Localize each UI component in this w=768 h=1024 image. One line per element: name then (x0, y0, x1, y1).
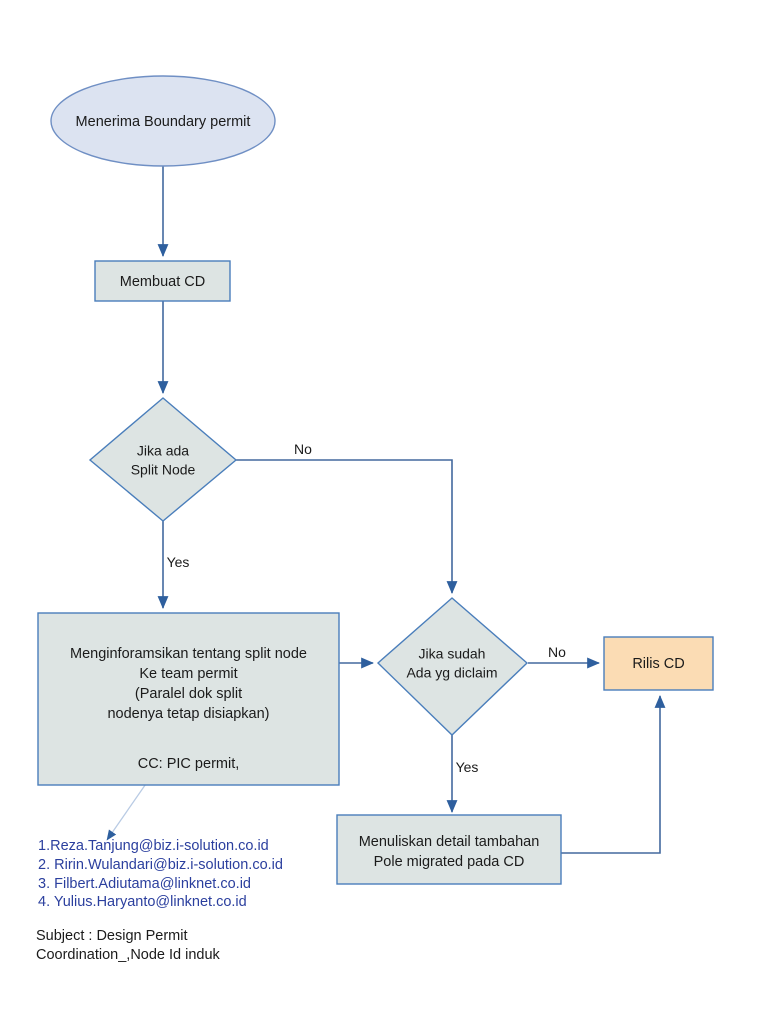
email-list-item-2[interactable]: 2. Ririn.Wulandari@biz.i-solution.co.id (38, 857, 283, 873)
split-decision-diamond-shape (88, 397, 238, 522)
start-ellipse-shape (50, 75, 276, 167)
edge-label-split-yes: Yes (167, 554, 190, 570)
membuat-cd-rect-shape (94, 260, 231, 302)
node-start[interactable]: Menerima Boundary permit (50, 75, 276, 167)
connector-cc-to-email-list (106, 777, 151, 841)
claim-decision-diamond-shape (376, 597, 529, 736)
rilis-cd-label: Rilis CD (632, 656, 684, 672)
start-label: Menerima Boundary permit (76, 114, 251, 130)
info-box-line2: Ke team permit (139, 666, 237, 682)
edge-label-split-no: No (294, 441, 312, 457)
info-box-rect-shape (37, 612, 340, 786)
email-list-item-3[interactable]: 3. Filbert.Adiutama@linknet.co.id (38, 876, 251, 892)
membuat-cd-label: Membuat CD (120, 274, 205, 290)
edge-label-claim-yes: Yes (456, 759, 479, 775)
node-decision-split-node[interactable]: Jika ada Split Node (88, 397, 238, 522)
node-rilis-cd[interactable]: Rilis CD (603, 636, 714, 691)
connector-split-no-to-claim-decision (236, 459, 458, 594)
info-box-line5: CC: PIC permit, (138, 756, 240, 772)
rilis-cd-rect-shape (603, 636, 714, 691)
subject-line-2: Coordination_,Node Id induk (36, 947, 221, 963)
claim-decision-label-line2: Ada yg diclaim (406, 665, 497, 681)
info-box-line1: Menginforamsikan tentang split node (70, 646, 307, 662)
detail-box-line1: Menuliskan detail tambahan (359, 834, 540, 850)
email-list-item-4[interactable]: 4. Yulius.Haryanto@linknet.co.id (38, 894, 247, 910)
subject-line-1: Subject : Design Permit (36, 928, 188, 944)
detail-box-rect-shape (336, 814, 562, 885)
node-info-split-node[interactable]: Menginforamsikan tentang split node Ke t… (37, 612, 340, 786)
node-decision-claim[interactable]: Jika sudah Ada yg diclaim (376, 597, 529, 736)
email-list-item-1[interactable]: 1.Reza.Tanjung@biz.i-solution.co.id (38, 838, 269, 854)
info-box-line4: nodenya tetap disiapkan) (107, 706, 269, 722)
detail-box-line2: Pole migrated pada CD (374, 854, 525, 870)
connector-detail-box-to-rilis-cd (561, 695, 666, 854)
node-detail-tambahan[interactable]: Menuliskan detail tambahan Pole migrated… (336, 814, 562, 885)
claim-decision-label-line1: Jika sudah (419, 646, 486, 662)
split-decision-label-line1: Jika ada (137, 443, 189, 459)
edge-label-claim-no: No (548, 644, 566, 660)
node-membuat-cd[interactable]: Membuat CD (94, 260, 231, 302)
info-box-line3: (Paralel dok split (135, 686, 242, 702)
split-decision-label-line2: Split Node (131, 462, 196, 478)
